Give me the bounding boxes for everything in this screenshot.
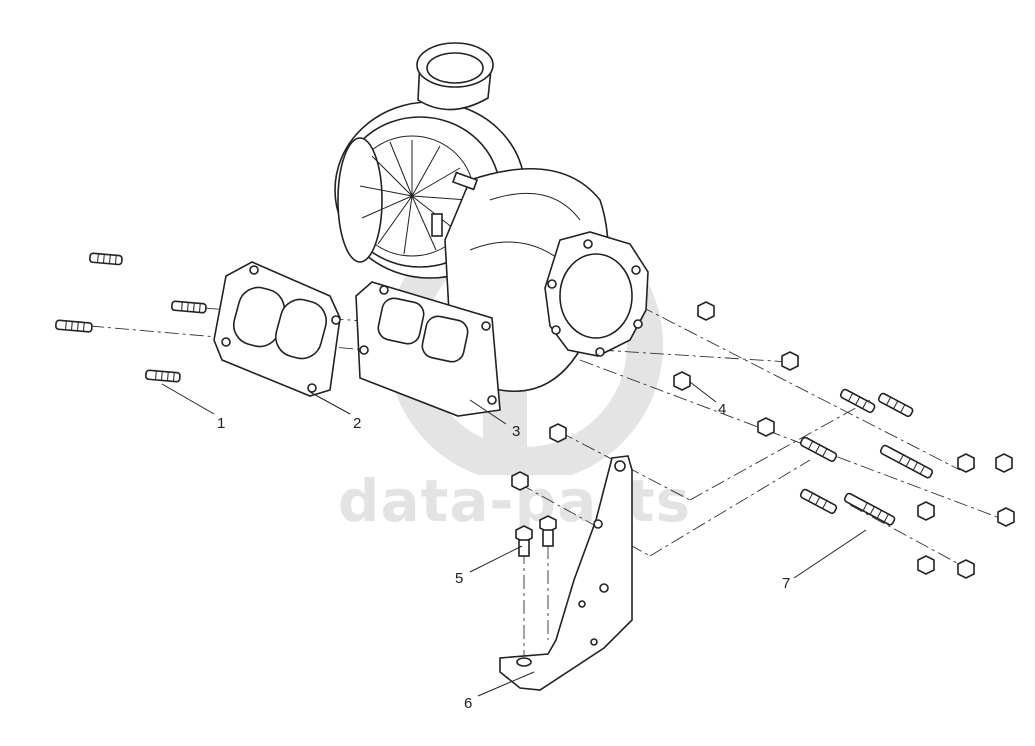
part-4-nuts: [511, 301, 1015, 579]
part-3-flange-gasket: [355, 281, 501, 417]
part-1-studs: [55, 252, 207, 383]
callout-5: 5: [455, 570, 463, 587]
callout-1: 1: [217, 415, 225, 432]
callout-6: 6: [464, 695, 472, 712]
callout-3: 3: [512, 423, 520, 440]
leader-lines: [161, 381, 867, 697]
part-5-bolts: [515, 515, 557, 557]
part-6-bracket: [499, 455, 633, 691]
callout-4: 4: [718, 401, 726, 418]
callout-7: 7: [782, 575, 790, 592]
callout-2: 2: [353, 415, 361, 432]
part-7-studs: [799, 388, 934, 526]
part-2-gasket: [213, 261, 341, 397]
turbocharger: [334, 42, 649, 392]
callouts: 1 2 3 4 5 6 7: [217, 401, 790, 712]
